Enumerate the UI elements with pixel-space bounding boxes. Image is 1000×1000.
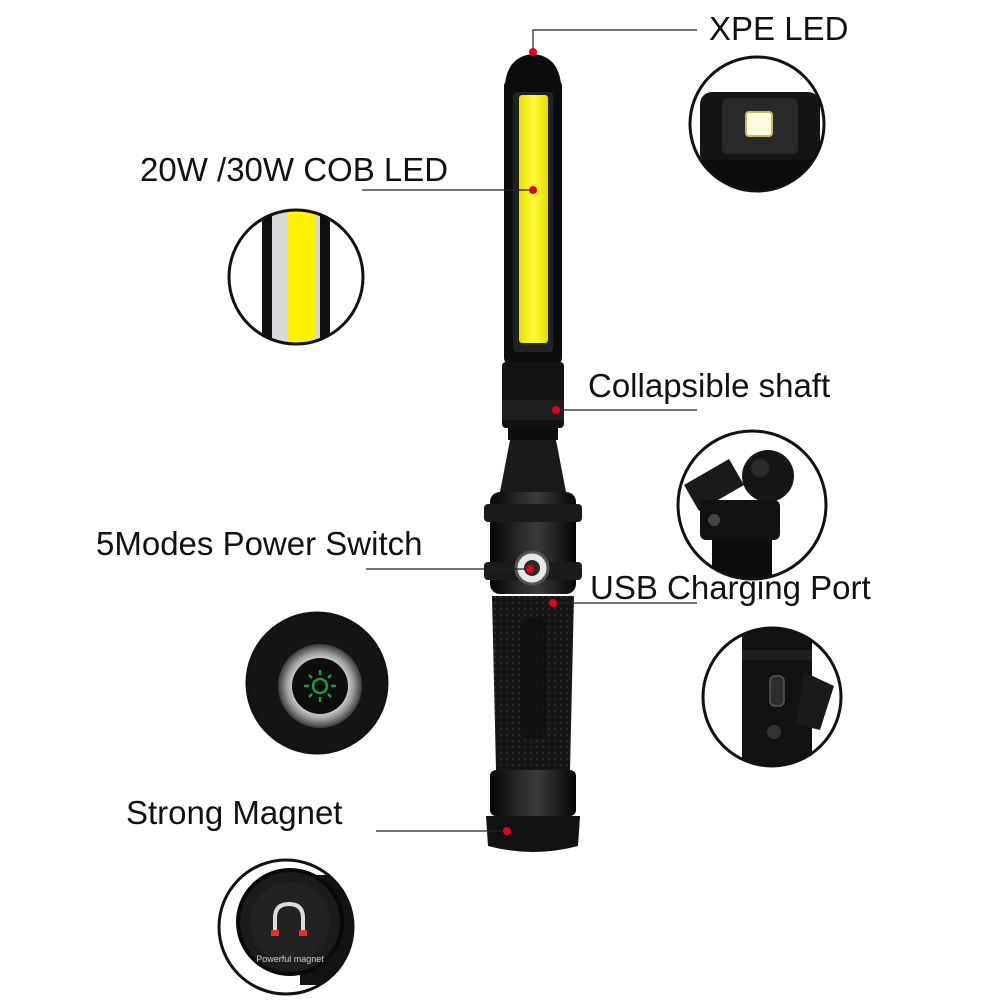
magnet-closeup: Powerful magnet <box>217 858 355 996</box>
cob-callout-dot <box>529 186 537 194</box>
shaft-joint-closeup <box>676 429 828 581</box>
cob-led-closeup <box>227 208 365 346</box>
cob-led-label: 20W /30W COB LED <box>140 151 449 188</box>
usb-port-closeup <box>701 626 843 768</box>
work-light <box>484 54 582 852</box>
cob-led-strip <box>519 95 548 343</box>
magnet-callout-dot <box>503 827 511 835</box>
usb-port-icon <box>769 675 785 707</box>
switch-callout-dot <box>526 565 534 573</box>
magnet-base <box>486 816 580 852</box>
magnet-cap-text: Powerful magnet <box>256 954 324 964</box>
collapsible-shaft-label: Collapsible shaft <box>588 367 831 404</box>
xpe-callout-dot <box>529 48 537 56</box>
usb-callout-dot <box>549 599 557 607</box>
switch-closeup <box>245 611 389 755</box>
magnet-icon <box>273 901 305 932</box>
magnet-label: Strong Magnet <box>126 794 343 831</box>
power-switch-label: 5Modes Power Switch <box>96 525 423 562</box>
xpe-chip-icon <box>745 111 773 137</box>
xpe-led-label: XPE LED <box>709 10 849 47</box>
xpe-callout-line <box>532 29 697 52</box>
callout-dots <box>503 48 560 835</box>
callout-lines <box>362 29 697 832</box>
xpe-led-cap <box>505 54 561 84</box>
sun-mode-icon <box>304 670 336 702</box>
shaft-callout-dot <box>552 406 560 414</box>
xpe-led-closeup <box>688 55 826 193</box>
usb-port-label: USB Charging Port <box>590 569 871 606</box>
tail-cap <box>490 770 576 816</box>
